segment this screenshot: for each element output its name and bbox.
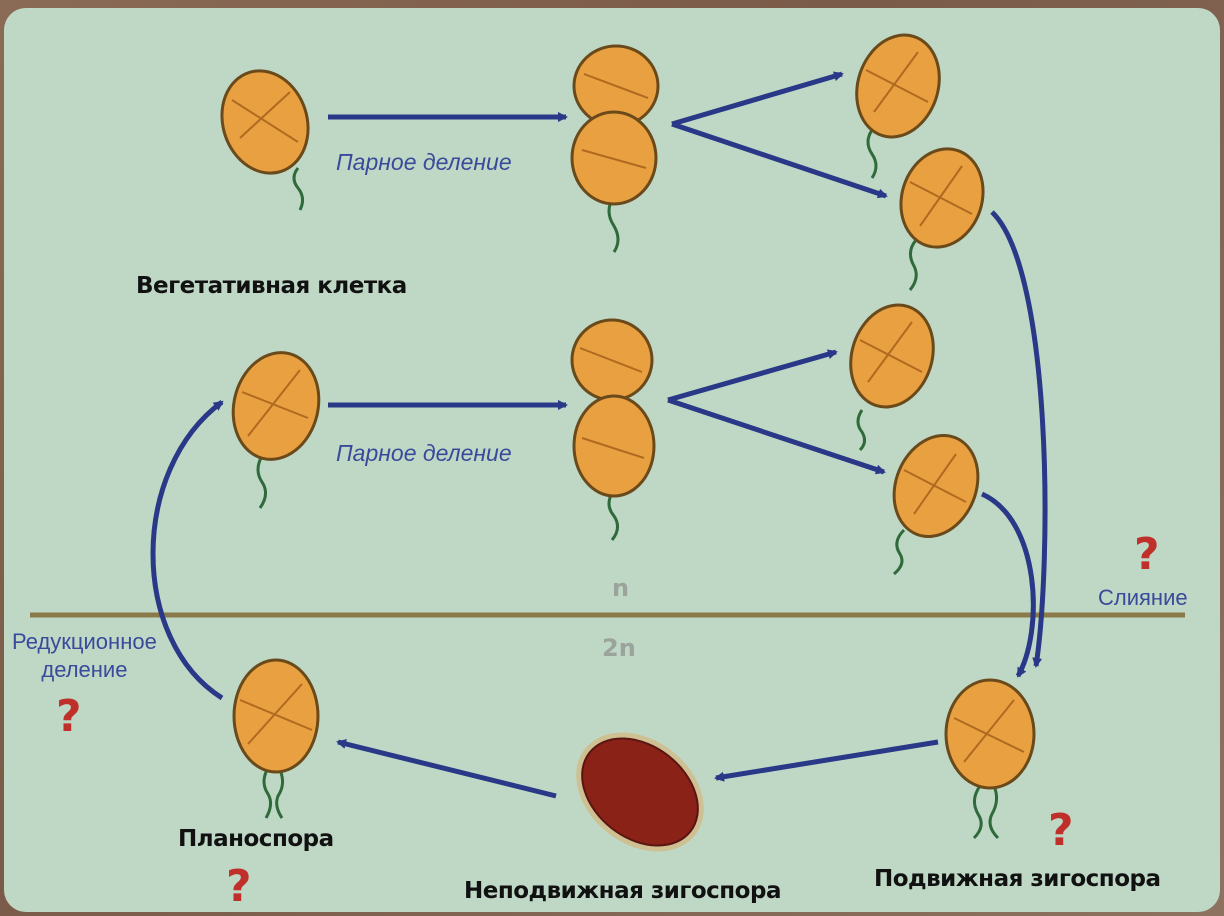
arrow-split-middle-upper bbox=[667, 349, 838, 403]
daughter-cell-top-lower bbox=[899, 147, 985, 291]
arrow-split-top-lower bbox=[671, 121, 888, 199]
daughter-cell-top-upper bbox=[855, 33, 941, 179]
arrow-reduction-division bbox=[150, 399, 224, 701]
question-mark-planospore: ? bbox=[226, 861, 252, 912]
label-fusion: Слияние bbox=[1098, 585, 1188, 610]
daughter-cell-middle-lower bbox=[892, 434, 980, 576]
daughter-cell-middle-upper bbox=[849, 303, 935, 452]
dividing-cell-middle bbox=[570, 318, 656, 541]
planospore-cell bbox=[232, 658, 320, 819]
label-ploidy-2n: 2n bbox=[602, 634, 636, 662]
question-mark-fusion: ? bbox=[1134, 529, 1160, 580]
label-immotile-zygospore: Неподвижная зигоспора bbox=[464, 878, 781, 904]
arrow-fusion-top bbox=[990, 210, 1048, 668]
label-reduction-division: Редукционное деление bbox=[12, 629, 157, 682]
question-mark-motile-zygospore: ? bbox=[1048, 805, 1074, 856]
motile-zygospore-cell bbox=[944, 678, 1036, 840]
label-binary-fission-middle: Парное деление bbox=[336, 440, 512, 466]
label-ploidy-n: n bbox=[612, 574, 630, 602]
vegetative-cell-middle bbox=[231, 351, 321, 509]
label-planospore: Планоспора bbox=[178, 826, 334, 852]
arrow-fusion-middle bbox=[980, 491, 1036, 678]
arrow-to-planospore bbox=[336, 739, 557, 799]
dividing-cell-top bbox=[570, 44, 660, 253]
arrow-split-top-upper bbox=[671, 71, 844, 127]
immotile-zygospore-cell bbox=[576, 732, 704, 852]
vegetative-cell-top bbox=[220, 69, 310, 211]
label-motile-zygospore: Подвижная зигоспора bbox=[874, 866, 1161, 892]
label-vegetative-cell: Вегетативная клетка bbox=[136, 273, 407, 299]
question-mark-reduction: ? bbox=[56, 691, 82, 742]
arrow-to-immotile bbox=[714, 739, 939, 782]
label-binary-fission-top: Парное деление bbox=[336, 149, 512, 175]
arrow-split-middle-lower bbox=[667, 397, 886, 475]
